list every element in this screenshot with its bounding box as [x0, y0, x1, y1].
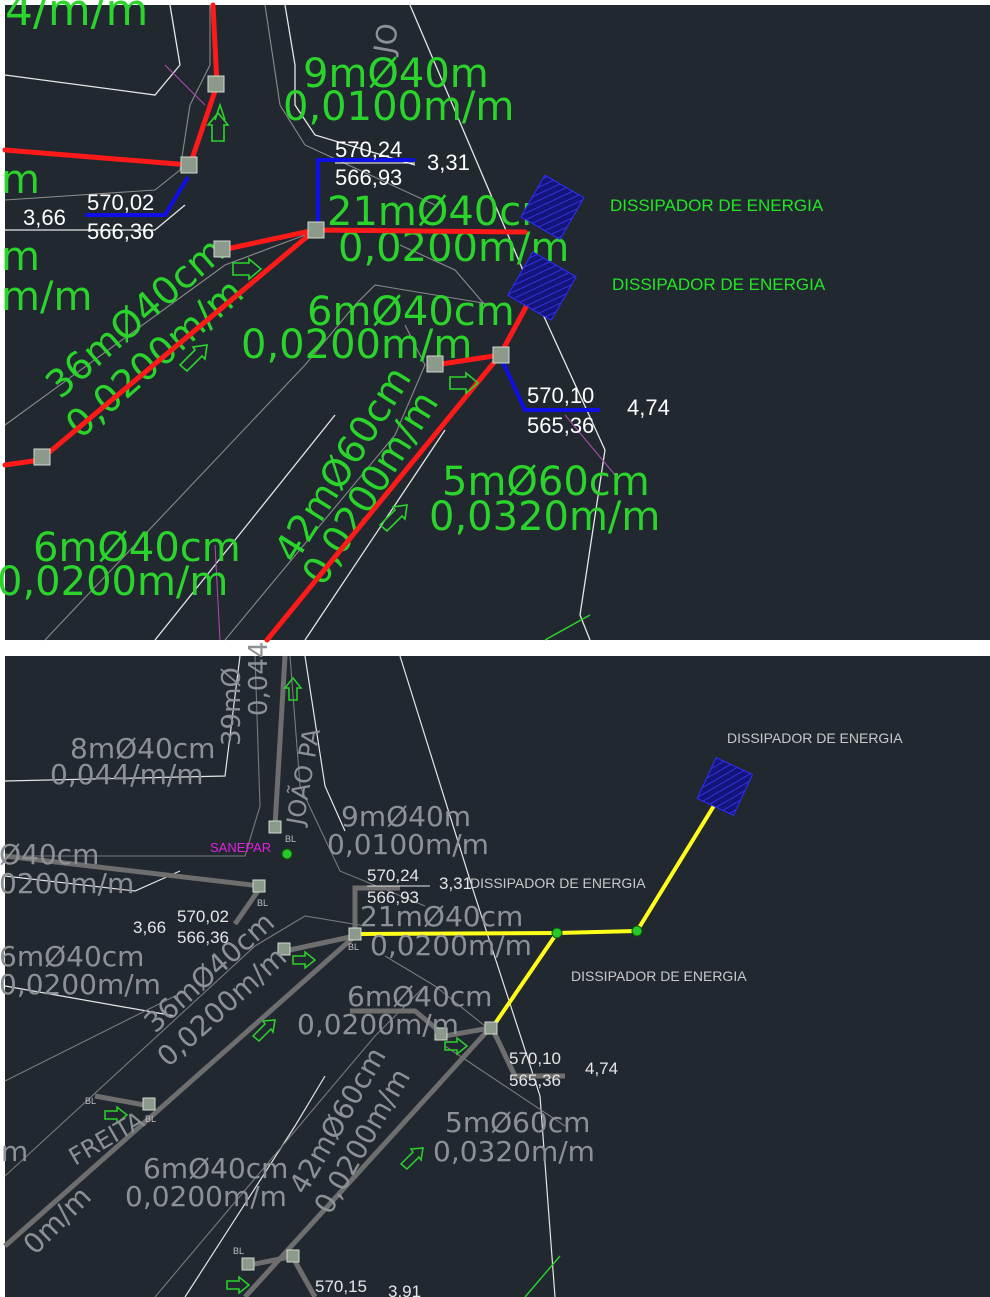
- top-drawing-canvas[interactable]: 4/m/m 9mØ40m 0,0100m/m 21mØ40cm 0,0200m/…: [0, 0, 990, 643]
- pipe-label: 0200m/m: [0, 867, 134, 900]
- kerb-lines: [4, 655, 566, 1297]
- bottom-elevation: 566,36: [87, 219, 154, 244]
- pipe-network-red[interactable]: [2, 2, 530, 643]
- green-boundary: [524, 1255, 561, 1297]
- dissipator-label: DISSIPADOR DE ENERGIA: [610, 196, 824, 215]
- pipe-label: 0,0200m/m: [370, 929, 532, 962]
- pipe-label: 0,0320m/m: [429, 494, 660, 540]
- flow-arrows: [104, 676, 469, 1295]
- dissipator-label: DISSIPADOR DE ENERGIA: [727, 730, 903, 746]
- pipe-label: 0,044/m/m: [50, 758, 204, 791]
- energy-dissipator[interactable]: [507, 174, 585, 321]
- pipe-label: 0,0200m/m: [297, 1008, 459, 1041]
- manholes[interactable]: [142, 820, 498, 1271]
- depth-value: 3,91: [388, 1282, 421, 1297]
- pipe-label: 0,0100m/m: [283, 84, 514, 130]
- top-elevation: 570,15: [315, 1277, 367, 1296]
- pipe-label: 5mØ60cm: [445, 1106, 590, 1139]
- pipe-label: 8mØ40cm: [70, 732, 215, 765]
- pipe-label: 0,0100m/m: [327, 828, 489, 861]
- top-elevation: 570,10: [509, 1049, 561, 1068]
- pipe-label: 6mØ40cm: [307, 289, 515, 335]
- pipe-label: 6mØ40cm: [143, 1152, 288, 1185]
- bottom-elevation: 566,93: [335, 165, 402, 190]
- property-lines: [164, 64, 616, 641]
- kerb-lines: [4, 4, 496, 641]
- bottom-drawing-view[interactable]: 8mØ40cm 0,044/m/m 39mØ 0,044 9mØ40m 0,01…: [0, 642, 990, 1297]
- pipe-label: 0m/m: [17, 1180, 98, 1261]
- lot-boundaries: [4, 4, 606, 641]
- svg-text:BL: BL: [348, 942, 359, 952]
- svg-text:BL: BL: [233, 1246, 244, 1256]
- elevation-box: 570,24 566,93 3,31: [335, 137, 470, 190]
- pipe-label: 4/m/m: [5, 0, 148, 36]
- top-elevation: 570,02: [177, 907, 229, 926]
- pipe-label: 21mØ40cm: [360, 900, 523, 933]
- junction-nodes[interactable]: [281, 848, 643, 939]
- svg-text:BL: BL: [145, 1114, 156, 1124]
- pipe-network-yellow[interactable]: [354, 802, 717, 1030]
- depth-value: 3,66: [133, 918, 166, 937]
- elevation-box: 570,02 566,36 3,66: [23, 190, 154, 244]
- pipe-label: 0,0200m/m: [0, 559, 228, 605]
- top-elevation: 570,24: [367, 866, 419, 885]
- svg-text:BL: BL: [285, 834, 296, 844]
- depth-value: 3,31: [439, 874, 472, 893]
- pipe-label: m: [1, 1135, 28, 1168]
- green-boundary: [544, 614, 591, 641]
- dissipator-label: DISSIPADOR DE ENERGIA: [470, 875, 646, 891]
- top-elevation: 570,02: [87, 190, 154, 215]
- lot-boundaries: [4, 655, 556, 1297]
- depth-value: 3,31: [427, 150, 470, 175]
- bottom-elevation: 566,36: [177, 928, 229, 947]
- pipe-label: m: [1, 157, 40, 203]
- pipe-label: 0,044: [244, 642, 274, 716]
- dissipator-label: DISSIPADOR DE ENERGIA: [571, 968, 747, 984]
- pipe-label: m/m: [1, 274, 92, 320]
- top-elevation: 570,10: [527, 383, 594, 408]
- street-name: FREITA: [64, 1106, 149, 1172]
- block-tags: BL BL BL BL BL BL: [85, 834, 359, 1256]
- pipe-labels: 8mØ40cm 0,044/m/m 39mØ 0,044 9mØ40m 0,01…: [0, 642, 595, 1261]
- pipe-label: 39mØ: [217, 667, 247, 746]
- svg-text:BL: BL: [257, 898, 268, 908]
- bottom-elevation: 566,93: [367, 888, 419, 907]
- pipe-label: 9mØ40m: [303, 51, 489, 97]
- pipe-label: 0,0200m/m: [125, 1180, 287, 1213]
- sanepar-label: SANEPAR: [210, 840, 271, 855]
- bottom-elevation: 565,36: [527, 413, 594, 438]
- bottom-elevation: 565,36: [509, 1071, 561, 1090]
- elevation-box: 570,10 565,36 4,74: [527, 383, 670, 438]
- svg-text:BL: BL: [85, 1096, 96, 1106]
- elevation-box: 570,10 565,36 4,74: [509, 1049, 618, 1090]
- pipe-label: 6mØ40cm: [0, 940, 144, 973]
- street-name: JOÃO PA: [279, 725, 326, 829]
- dissipator-label: DISSIPADOR DE ENERGIA: [612, 275, 826, 294]
- energy-dissipator[interactable]: [696, 756, 754, 816]
- top-elevation: 570,24: [335, 137, 402, 162]
- pipe-label: 5mØ60cm: [442, 459, 650, 505]
- bottom-drawing-canvas[interactable]: 8mØ40cm 0,044/m/m 39mØ 0,044 9mØ40m 0,01…: [0, 642, 990, 1297]
- depth-value: 3,66: [23, 205, 66, 230]
- depth-value: 4,74: [627, 395, 670, 420]
- pipe-label: 6mØ40cm: [33, 525, 241, 571]
- flow-arrows: [178, 102, 480, 533]
- pipe-label: 21mØ40cm: [327, 189, 560, 235]
- pipe-label: 0,0200m/m: [0, 968, 161, 1001]
- manholes[interactable]: [33, 75, 510, 466]
- pipe-label: 6mØ40cm: [347, 980, 492, 1013]
- elevation-box: 570,24 566,93 3,31: [367, 866, 472, 907]
- pipe-label: m: [1, 234, 40, 280]
- top-drawing-view[interactable]: 4/m/m 9mØ40m 0,0100m/m 21mØ40cm 0,0200m/…: [0, 0, 990, 643]
- street-name: JO: [367, 21, 405, 59]
- depth-value: 4,74: [585, 1059, 618, 1078]
- pipe-label: 0,0320m/m: [433, 1135, 595, 1168]
- elevation-box: 570,02 566,36 3,66: [133, 907, 229, 947]
- pipe-label: Ø40cm: [0, 838, 99, 871]
- pipe-label: 9mØ40m: [341, 800, 471, 833]
- elevation-box: 570,15 3,91: [315, 1277, 421, 1297]
- pipe-network-blue[interactable]: [85, 158, 600, 412]
- pipe-network-gray[interactable]: [3, 655, 565, 1297]
